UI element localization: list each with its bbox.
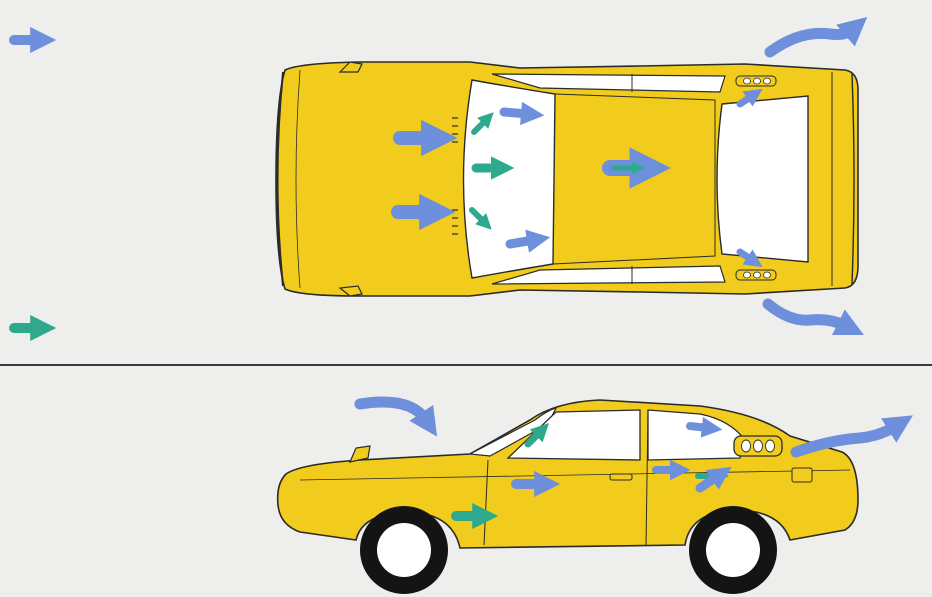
top-vent-left — [736, 76, 776, 86]
door-handle — [610, 474, 632, 480]
top-view-car — [276, 62, 858, 296]
top-airflow-arrow — [504, 112, 528, 114]
side-vent — [734, 436, 782, 456]
rear-wheel — [689, 506, 777, 594]
top-rear-window — [717, 96, 808, 262]
top-airflow-arrow — [510, 240, 534, 244]
fuel-cap — [792, 468, 812, 482]
top-vent-right — [736, 270, 776, 280]
front-wheel — [360, 506, 448, 594]
side-airflow-arrow — [690, 426, 708, 428]
